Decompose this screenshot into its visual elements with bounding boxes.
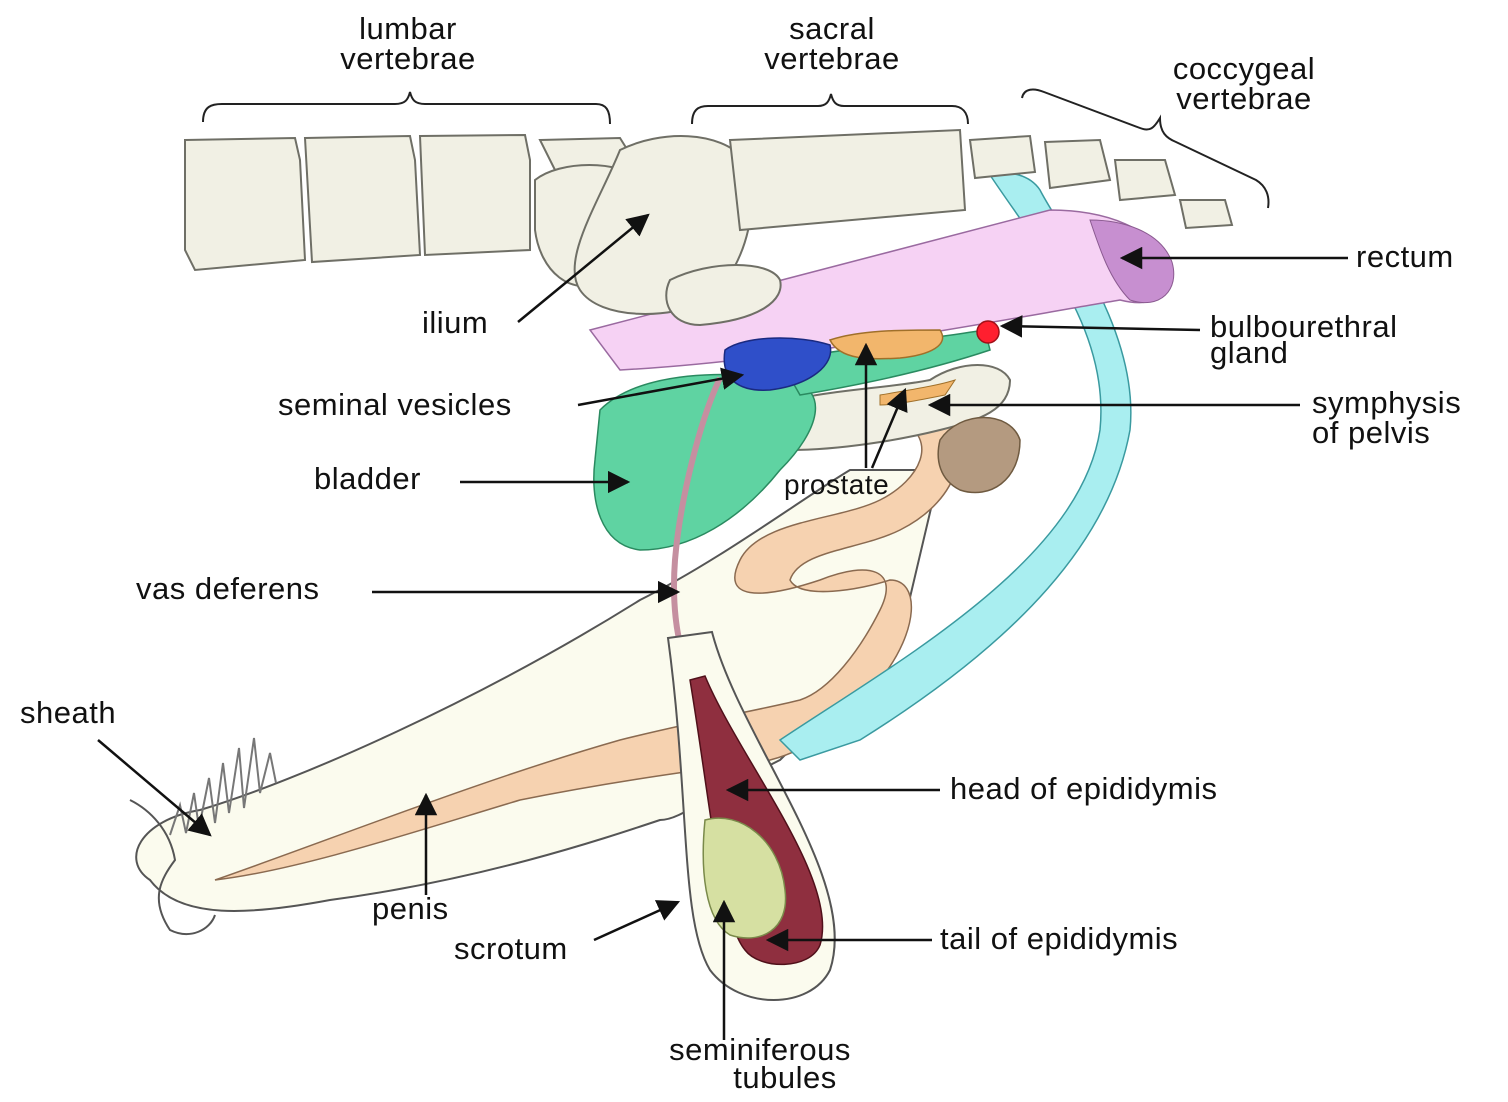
label-seminiferous-tubules: seminiferous tubules (640, 1036, 880, 1092)
label-bulbourethral-gland: bulbourethral gland (1210, 312, 1397, 368)
arrow-scrotum (594, 902, 678, 940)
label-sacral-line2: vertebrae (742, 44, 922, 74)
label-coccygeal-vertebrae: coccygeal vertebrae (1144, 54, 1344, 114)
label-seminiferous-line2: tubules (640, 1064, 880, 1092)
sacral-bracket (692, 94, 968, 124)
label-coccygeal-line2: vertebrae (1144, 84, 1344, 114)
label-ilium: ilium (422, 308, 488, 338)
label-symphysis-of-pelvis: symphysis of pelvis (1312, 388, 1461, 448)
arrow-sheath (98, 740, 210, 835)
label-head-of-epididymis: head of epididymis (950, 774, 1218, 804)
label-penis: penis (372, 894, 449, 924)
label-prostate: prostate (784, 470, 889, 500)
label-lumbar-vertebrae: lumbar vertebrae (318, 14, 498, 74)
lumbar-bracket (203, 92, 610, 124)
label-lumbar-line1: lumbar (318, 14, 498, 44)
label-scrotum: scrotum (454, 934, 568, 964)
pelvis-brown (938, 418, 1020, 493)
label-symphysis-line1: symphysis (1312, 388, 1461, 418)
label-symphysis-line2: of pelvis (1312, 418, 1461, 448)
label-sacral-vertebrae: sacral vertebrae (742, 14, 922, 74)
label-bladder: bladder (314, 464, 421, 494)
label-coccygeal-line1: coccygeal (1144, 54, 1344, 84)
label-sacral-line1: sacral (742, 14, 922, 44)
label-seminal-vesicles: seminal vesicles (278, 390, 512, 420)
label-tail-of-epididymis: tail of epididymis (940, 924, 1178, 954)
label-rectum: rectum (1356, 242, 1454, 272)
label-vas-deferens: vas deferens (136, 574, 320, 604)
label-lumbar-line2: vertebrae (318, 44, 498, 74)
label-sheath: sheath (20, 698, 116, 728)
bulbourethral-gland-dot (977, 321, 999, 343)
